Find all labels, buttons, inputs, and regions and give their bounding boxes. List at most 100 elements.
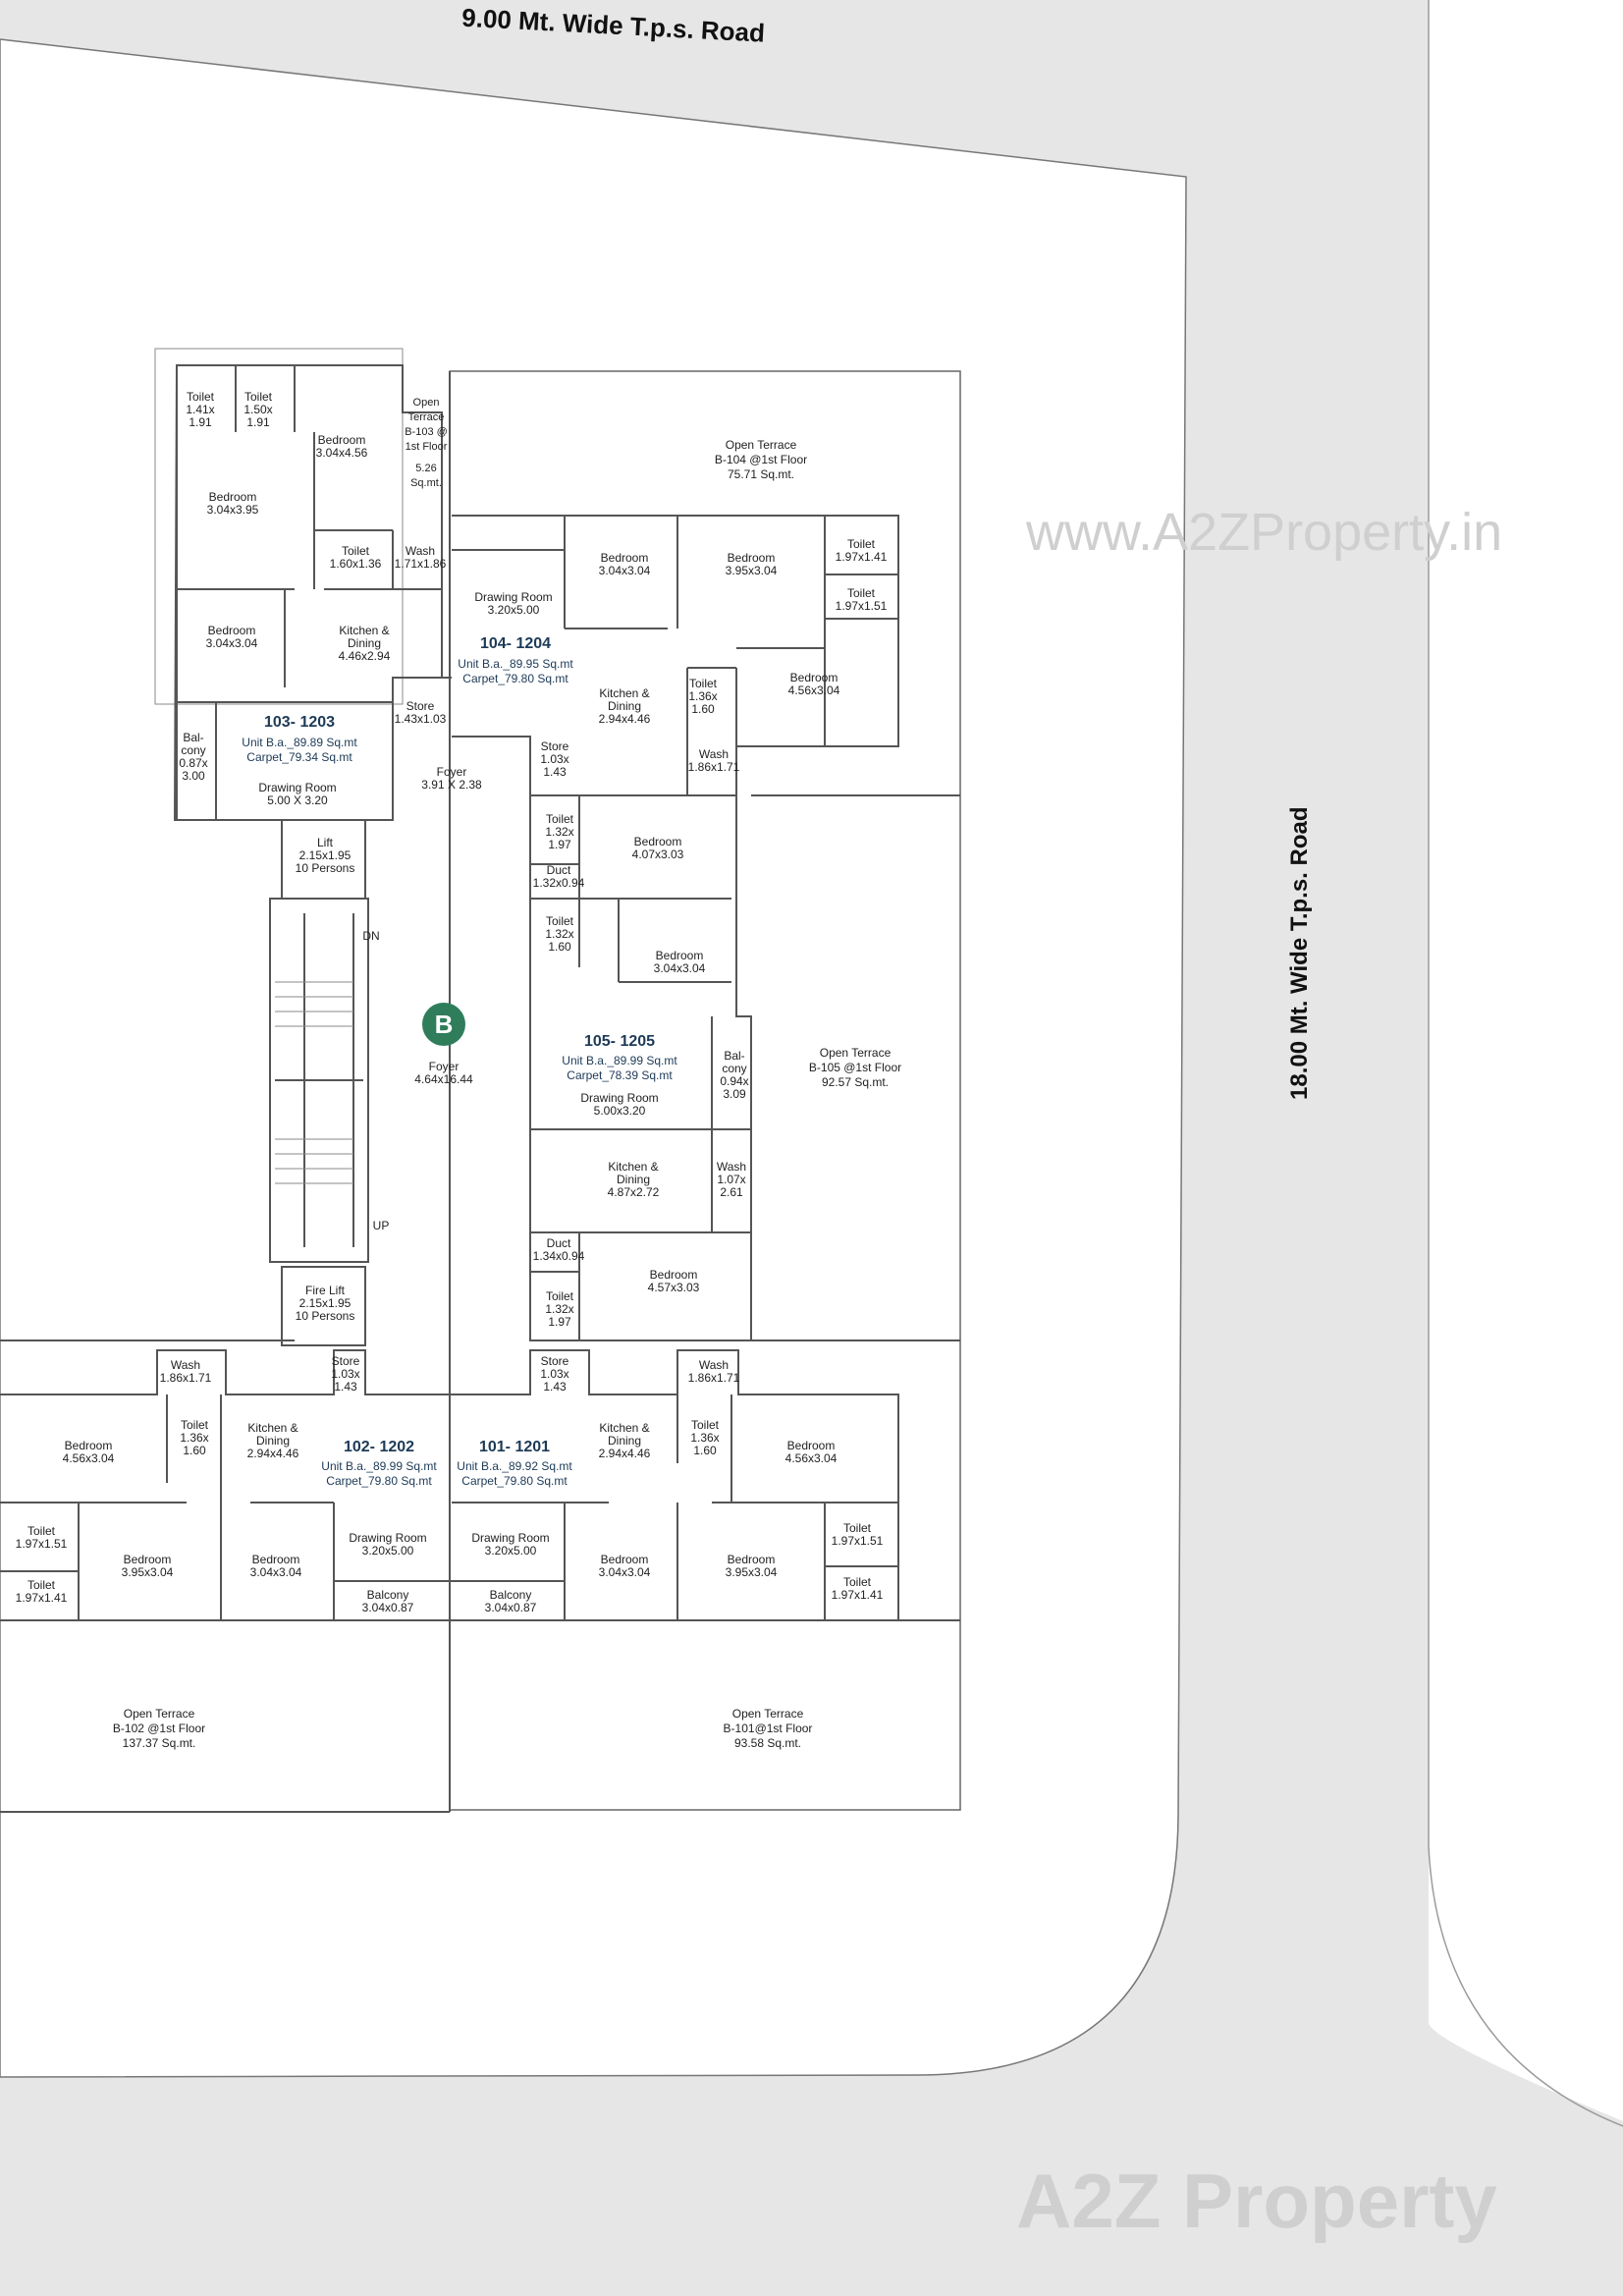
- room-label-line: 3.20x5.00: [488, 603, 540, 617]
- room-label-line: Drawing Room: [349, 1531, 426, 1545]
- room-label-line: Bedroom: [787, 1439, 836, 1452]
- room-label-line: 1.36x: [690, 1431, 719, 1445]
- room-label-line: cony: [181, 743, 205, 757]
- room-label-line: 1.60: [183, 1444, 206, 1457]
- room-label-line: Toilet: [181, 1418, 209, 1432]
- room-label-line: Bedroom: [601, 551, 649, 565]
- room-label-line: UP: [373, 1219, 390, 1232]
- room-label-line: Store: [332, 1354, 360, 1368]
- room-label-line: 3.04x3.04: [599, 1565, 651, 1579]
- unit-1204-built-area: Unit B.a._89.95 Sq.mt: [458, 657, 573, 671]
- room-label-line: 4.07x3.03: [632, 847, 684, 861]
- room-label-line: 3.91 X 2.38: [421, 778, 482, 792]
- terrace-b102-line1: Open Terrace: [124, 1707, 195, 1721]
- room-label-line: Drawing Room: [580, 1091, 658, 1105]
- room-label-line: Toilet: [546, 1289, 574, 1303]
- room-label-line: Fire Lift: [305, 1284, 346, 1297]
- unit-1205-title: 105- 1205: [584, 1033, 655, 1050]
- room-label-line: Bal-: [724, 1049, 744, 1063]
- unit-1204-carpet: Carpet_79.80 Sq.mt: [462, 672, 568, 685]
- room-label-line: Toilet: [546, 812, 574, 826]
- room-label-line: 1.60: [548, 940, 571, 954]
- terrace-b102: Open Terrace B-102 @1st Floor 137.37 Sq.…: [113, 1707, 205, 1750]
- room-label-line: 3.04x0.87: [485, 1601, 537, 1614]
- building-badge-letter: B: [435, 1010, 454, 1039]
- room-label-line: 1.32x: [545, 825, 573, 839]
- terrace-b102-line2: B-102 @1st Floor: [113, 1722, 205, 1735]
- plot-boundary: [0, 38, 1187, 2078]
- room-label-line: 4.56x3.04: [63, 1451, 115, 1465]
- room-label-line: Kitchen &: [339, 624, 389, 637]
- room-label-line: Balcony: [367, 1588, 409, 1602]
- room-label-line: Bedroom: [728, 551, 776, 565]
- room-label-line: Bedroom: [209, 490, 257, 504]
- room-label-line: 1.60: [691, 702, 715, 716]
- unit-1205: 105- 1205 Unit B.a._89.99 Sq.mt Carpet_7…: [562, 1033, 677, 1082]
- room-label-line: Dining: [608, 1434, 641, 1448]
- room-label-line: 1.03x: [540, 1367, 568, 1381]
- room-labels: Toilet1.41x1.91Toilet1.50x1.91Bedroom3.0…: [16, 390, 888, 1614]
- terrace-b101-line2: B-101@1st Floor: [724, 1722, 813, 1735]
- room-label-line: Bedroom: [601, 1553, 649, 1566]
- unit-1201: 101- 1201 Unit B.a._89.92 Sq.mt Carpet_7…: [457, 1439, 572, 1488]
- room-label-line: Toilet: [689, 677, 718, 690]
- room-label-line: Kitchen &: [247, 1421, 298, 1435]
- room-label-line: 3.04x3.04: [599, 564, 651, 577]
- room-label-line: Drawing Room: [474, 590, 552, 604]
- room-label-line: 3.04x0.87: [362, 1601, 414, 1614]
- room-label-line: Dining: [256, 1434, 290, 1448]
- room-label-line: 1.41x: [186, 403, 214, 416]
- room-label-line: 2.94x4.46: [599, 1447, 651, 1460]
- room-label-line: Store: [406, 699, 435, 713]
- room-label-line: Kitchen &: [599, 1421, 649, 1435]
- terrace-b104: Open Terrace B-104 @1st Floor 75.71 Sq.m…: [715, 438, 807, 481]
- room-label-line: Wash: [699, 747, 729, 761]
- room-label-line: 1.97: [548, 1315, 571, 1329]
- terrace-b101-line1: Open Terrace: [732, 1707, 804, 1721]
- unit-1202-title: 102- 1202: [344, 1439, 414, 1455]
- room-label-line: 1.36x: [180, 1431, 208, 1445]
- room-label-line: 0.87x: [179, 756, 207, 770]
- terrace-b105-line1: Open Terrace: [820, 1046, 892, 1060]
- terrace-b101: Open Terrace B-101@1st Floor 93.58 Sq.mt…: [724, 1707, 813, 1750]
- room-label-line: Bedroom: [208, 624, 256, 637]
- room-label-line: Store: [541, 739, 569, 753]
- room-label-line: Bedroom: [656, 949, 704, 962]
- room-label-line: 1.50x: [243, 403, 272, 416]
- terrace-b103-line1: Open: [413, 397, 440, 409]
- terrace-b101-line3: 93.58 Sq.mt.: [734, 1736, 801, 1750]
- room-label-line: Toilet: [843, 1575, 872, 1589]
- room-label-line: Bedroom: [252, 1553, 300, 1566]
- room-label-line: Toilet: [187, 390, 215, 404]
- room-label-line: 3.95x3.04: [726, 564, 778, 577]
- room-label-line: 1.86x1.71: [160, 1371, 212, 1385]
- room-label-line: Kitchen &: [608, 1160, 658, 1174]
- terrace-b104-line2: B-104 @1st Floor: [715, 453, 807, 466]
- terrace-b103-line5: 5.26: [415, 463, 436, 474]
- room-label-line: Wash: [717, 1160, 746, 1174]
- room-label-line: 3.04x3.04: [206, 636, 258, 650]
- unit-1205-built-area: Unit B.a._89.99 Sq.mt: [562, 1054, 677, 1067]
- room-label-line: 4.64x16.44: [414, 1072, 473, 1086]
- room-label-line: 3.09: [723, 1087, 746, 1101]
- room-label-line: Toilet: [27, 1524, 56, 1538]
